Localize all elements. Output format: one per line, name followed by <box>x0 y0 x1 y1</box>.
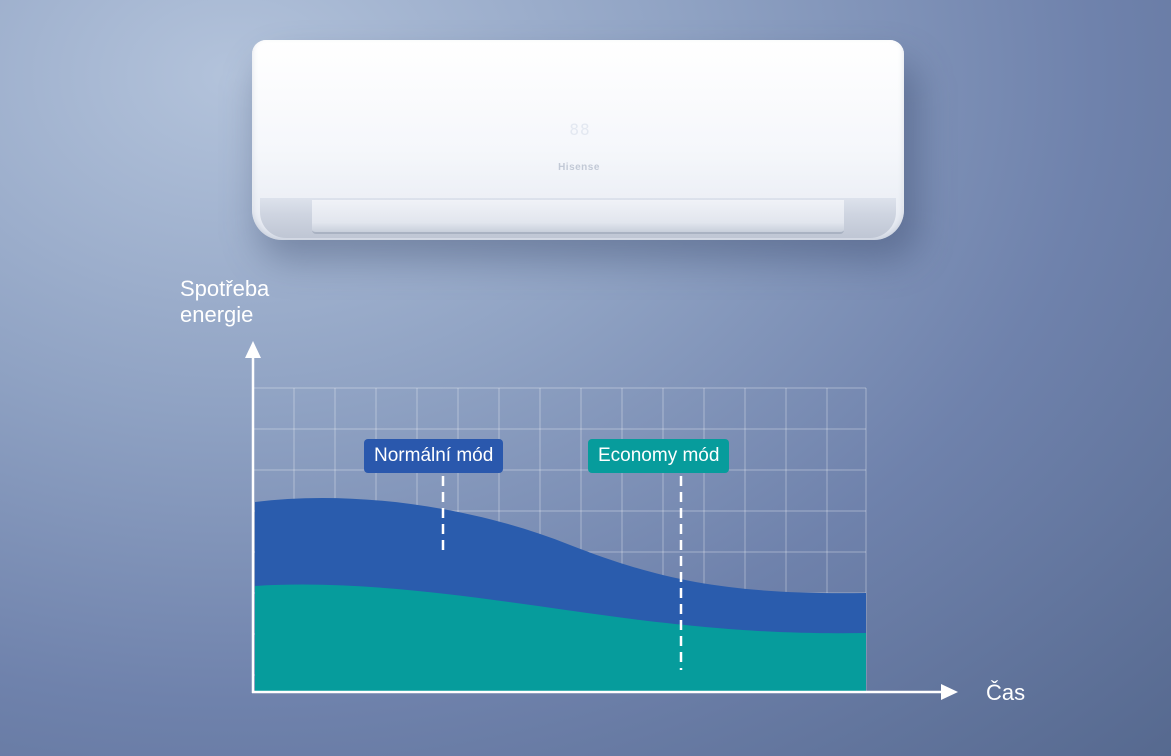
x-axis-label: Čas <box>986 680 1026 705</box>
normal-mode-label: Normální mód <box>364 439 504 473</box>
y-axis-arrow-icon <box>245 341 261 358</box>
y-axis-label: Spotřeba energie <box>180 276 340 328</box>
y-axis-label-line2: energie <box>180 302 254 327</box>
brand-logo: Hisense <box>558 162 600 173</box>
air-conditioner-unit: 88 Hisense <box>252 40 904 240</box>
economy-mode-area <box>255 584 866 692</box>
economy-mode-label: Economy mód <box>588 439 730 473</box>
y-axis-label-line1: Spotřeba <box>180 276 270 301</box>
ac-display: 88 <box>569 120 591 139</box>
x-axis-arrow-icon <box>941 684 958 700</box>
ac-louver <box>312 200 844 234</box>
